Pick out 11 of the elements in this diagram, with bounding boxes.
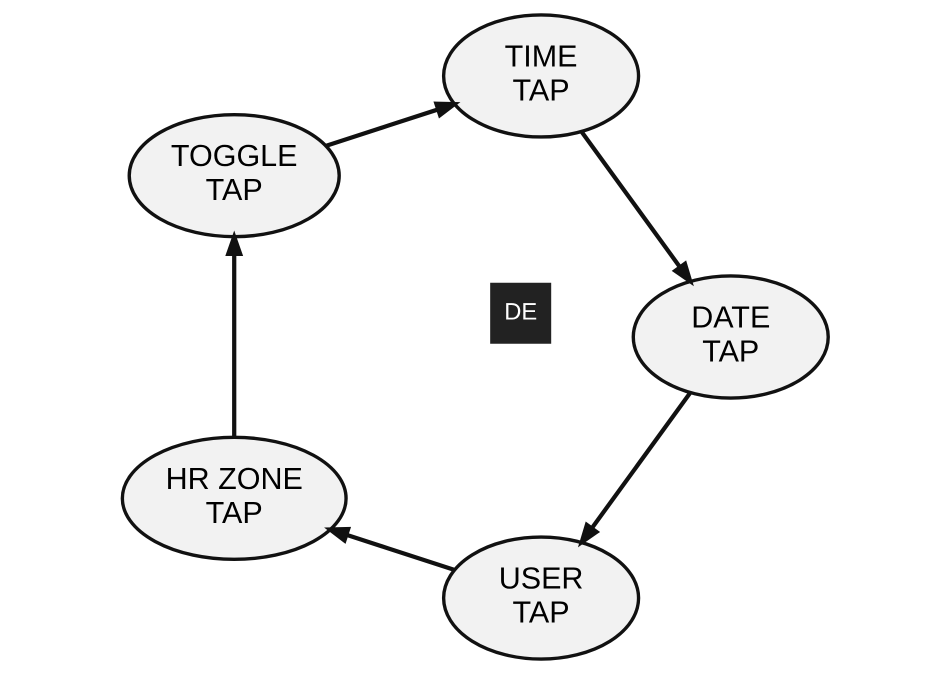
arrow xyxy=(577,392,692,548)
node-ellipse: TOGGLE TAP xyxy=(127,112,340,238)
arrow xyxy=(324,526,454,572)
arrow xyxy=(325,102,460,148)
arrow xyxy=(580,130,694,286)
arrow xyxy=(224,230,243,437)
node-ellipse: DATE TAP xyxy=(631,274,830,400)
node-ellipse: HR ZONE TAP xyxy=(120,436,348,562)
label: DE xyxy=(504,300,537,326)
node-ellipse: TIME TAP xyxy=(441,13,640,139)
node-ellipse: USER TAP xyxy=(441,535,640,661)
